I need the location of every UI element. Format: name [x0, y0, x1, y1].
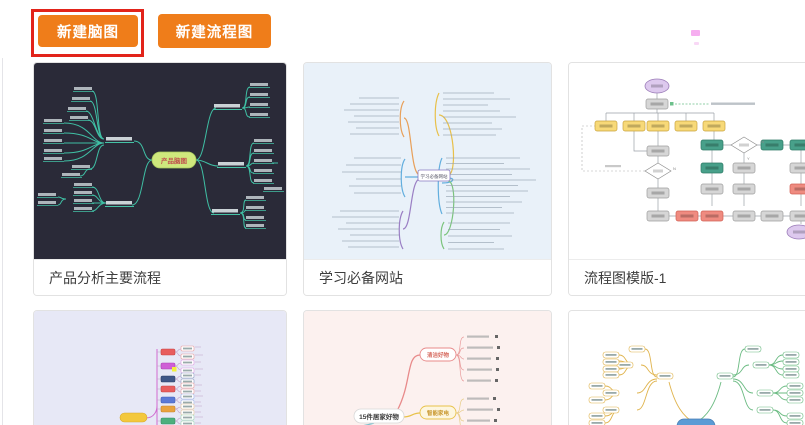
- pink-cursor-artifact: [691, 30, 700, 36]
- mindmap-center-label: 产品脑图: [161, 156, 188, 165]
- card-flowchart-template[interactable]: N N Y 流程图模版-1: [568, 62, 805, 296]
- card-mindmap-white[interactable]: [568, 310, 805, 425]
- flowchart-thumbnail: N N Y: [569, 63, 805, 259]
- card-title: 产品分析主要流程: [34, 259, 286, 295]
- mindmap-root-label: 15件居家好物: [359, 412, 399, 421]
- new-mindmap-button[interactable]: 新建脑图: [38, 15, 138, 47]
- svg-text:N: N: [761, 139, 764, 144]
- mindmap-white-thumbnail: [569, 311, 805, 425]
- pink-cursor-artifact-small: [694, 42, 699, 45]
- new-flowchart-button[interactable]: 新建流程图: [158, 14, 271, 48]
- card-mindmap-lavender[interactable]: [33, 310, 287, 425]
- svg-text:N: N: [673, 166, 676, 171]
- branch-node-appliances: [419, 405, 457, 420]
- flowchart-start-node: [644, 78, 670, 94]
- mindmap-root-node: [119, 412, 148, 423]
- mindmap-root-node: [676, 418, 716, 425]
- highlight-dot: [172, 367, 177, 372]
- highlight-annotation-box: [31, 9, 144, 57]
- card-product-analysis[interactable]: 产品脑图 产品分析主要流程: [33, 62, 287, 296]
- mindmap-dark-thumbnail: 产品脑图: [34, 63, 286, 259]
- branch-node-cleaning: [419, 347, 457, 362]
- card-learning-websites[interactable]: 学习必备网站 学习必备网站: [303, 62, 552, 296]
- mindmap-center-node: [417, 169, 451, 182]
- mindmap-center-node: [151, 151, 197, 169]
- svg-text:Y: Y: [747, 156, 750, 161]
- card-title: 流程图模版-1: [569, 259, 805, 295]
- flowchart-end-node: [786, 224, 805, 240]
- mindmap-light-thumbnail: 学习必备网站: [304, 63, 551, 259]
- mindmap-root-node: [353, 408, 405, 424]
- panel-divider: [2, 58, 3, 425]
- mindmap-lavender-thumbnail: [34, 311, 286, 425]
- mindmap-center-label: 学习必备网站: [421, 173, 448, 180]
- mindmap-pink-thumbnail: 清洁好物 智能家电 15件居家好物: [304, 311, 551, 425]
- card-home-items[interactable]: 清洁好物 智能家电 15件居家好物: [303, 310, 552, 425]
- branch-label: 智能家电: [427, 409, 450, 417]
- branch-label: 清洁好物: [427, 351, 450, 359]
- card-title: 学习必备网站: [304, 259, 551, 295]
